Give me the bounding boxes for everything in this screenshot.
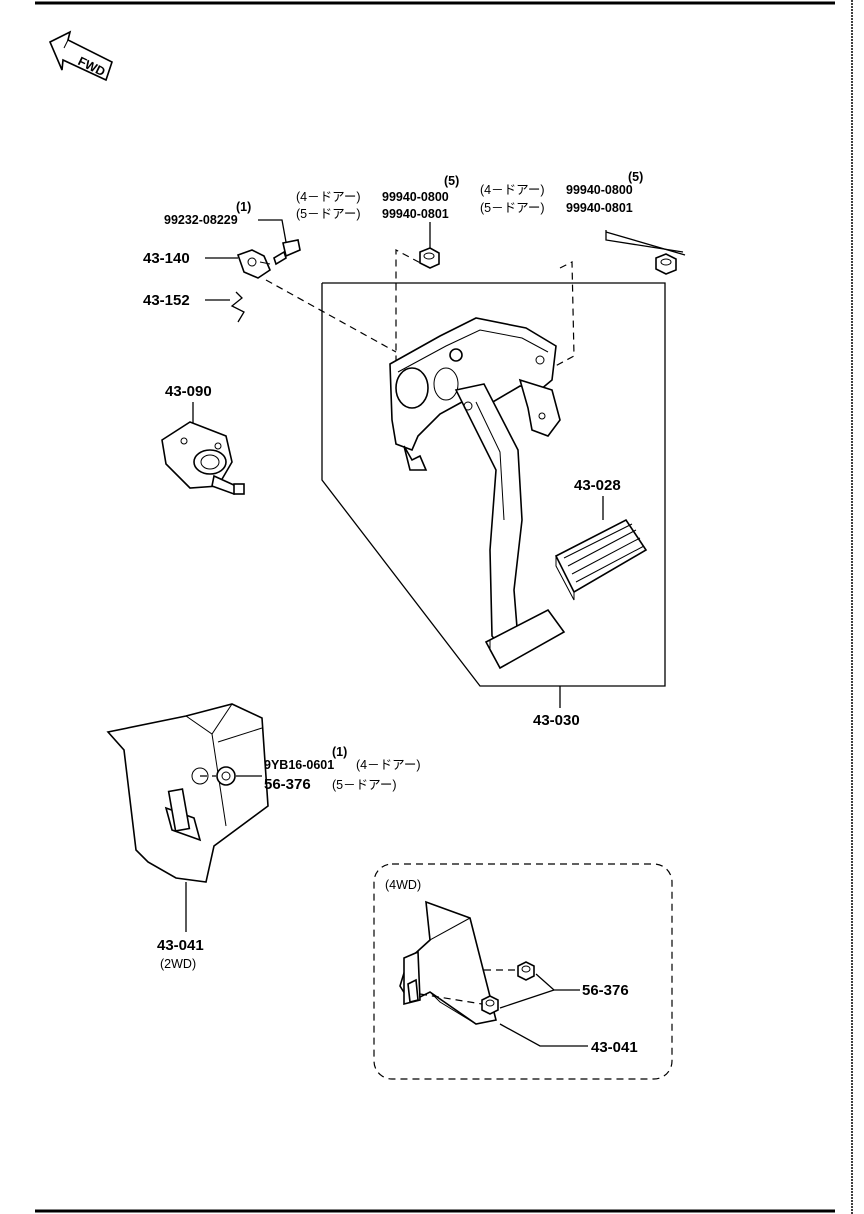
nut-left-qty: (5) <box>444 174 459 188</box>
bolt-qty: (1) <box>236 200 251 214</box>
nut-right-line1-code: 99940-0800 <box>566 183 633 197</box>
pedal-pad-43-028-icon <box>554 518 648 601</box>
nut-right-qty: (5) <box>628 170 643 184</box>
nut-right-line2-prefix: (5－ドアー) <box>480 201 545 215</box>
cover-nut-line2-code: 56-376 <box>264 776 311 793</box>
bolt-icon <box>273 239 301 266</box>
pedal-pad-installed-icon <box>484 608 566 670</box>
bolt-code: 99232-08229 <box>164 213 238 227</box>
nut-left-line2-code: 99940-0801 <box>382 207 449 221</box>
pedal-cover-4wd-icon <box>399 900 497 1025</box>
assembly-frame-43-030 <box>321 282 666 687</box>
cover-nut-2wd-icon <box>216 766 236 786</box>
part-43-152: 43-152 <box>143 292 190 309</box>
cover-nut-line1-code: 9YB16-0601 <box>264 758 334 772</box>
cover-nut-line2-suffix: (5－ドアー) <box>332 778 397 792</box>
pedal-arm-icon <box>454 383 523 649</box>
cover-nut-4wd-upper-icon <box>517 961 535 981</box>
part-43-090: 43-090 <box>165 383 212 400</box>
nut-left-line1-code: 99940-0800 <box>382 190 449 204</box>
pedal-bracket-icon <box>389 317 561 471</box>
box-4wd <box>373 863 673 1080</box>
nut-left-line1-prefix: (4－ドアー) <box>296 190 361 204</box>
cover-nut-qty: (1) <box>332 745 347 759</box>
cover-nut-line1-suffix: (4－ドアー) <box>356 758 421 772</box>
pedal-cover-2wd-icon <box>106 703 269 883</box>
cover-nut-4wd-lower-icon <box>481 995 499 1015</box>
nut-right-line2-code: 99940-0801 <box>566 201 633 215</box>
part-43-030: 43-030 <box>533 712 580 729</box>
nut-left-line2-prefix: (5－ドアー) <box>296 207 361 221</box>
box-4wd-label: (4WD) <box>385 878 421 892</box>
part-43-041-4wd: 43-041 <box>591 1039 638 1056</box>
part-43-140: 43-140 <box>143 250 190 267</box>
clip-43-152-icon <box>230 291 245 323</box>
nut-right-line1-prefix: (4－ドアー) <box>480 183 545 197</box>
switch-43-140-icon <box>236 249 271 279</box>
fwd-arrow-icon: FWD <box>48 30 113 82</box>
note-2wd: (2WD) <box>160 957 196 971</box>
part-43-028: 43-028 <box>574 477 621 494</box>
part-56-376-4wd: 56-376 <box>582 982 629 999</box>
nut-top-left-icon <box>419 247 440 269</box>
master-cylinder-43-090-icon <box>161 421 245 496</box>
part-43-041-2wd: 43-041 <box>157 937 204 954</box>
nut-top-right-icon <box>655 253 677 275</box>
